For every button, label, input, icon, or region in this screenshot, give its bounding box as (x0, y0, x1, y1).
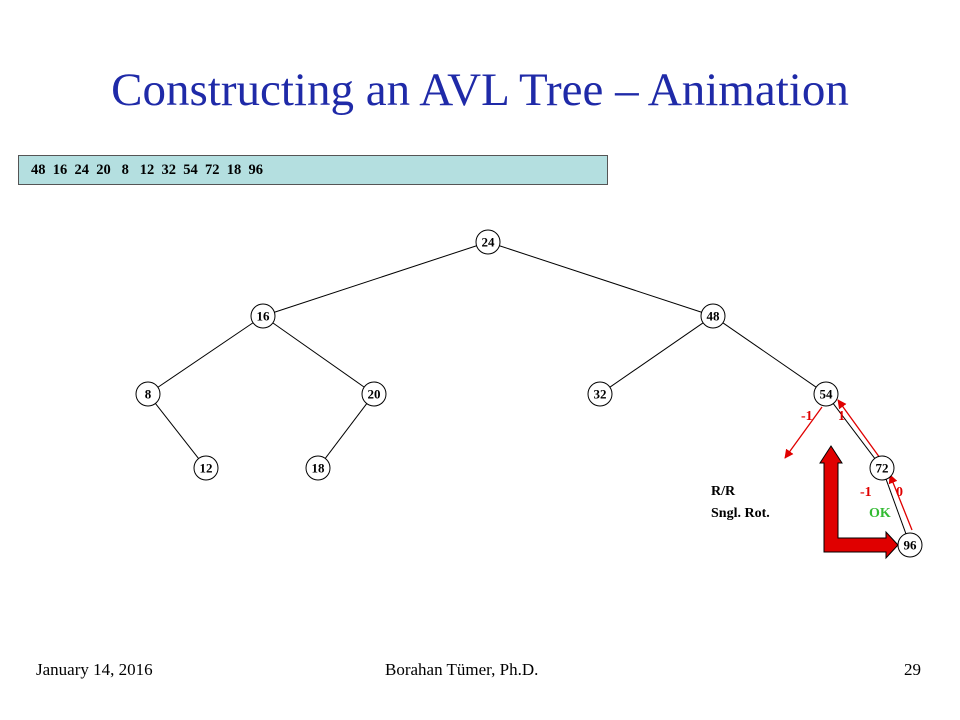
node-label: 18 (312, 461, 326, 476)
edge-48-54 (722, 322, 817, 388)
tree-nodes: 24 16 48 8 20 32 54 12 18 72 96 (135, 229, 923, 558)
node-label: 20 (368, 387, 381, 402)
node-circle (475, 229, 501, 255)
balance-54-right: 1 (838, 409, 845, 424)
balance-72-left: -1 (860, 485, 872, 500)
rotation-type: R/R (711, 484, 736, 499)
balance-54-left: -1 (801, 409, 813, 424)
tree-node-24: 24 (475, 229, 501, 255)
pointer-54-left (784, 406, 823, 459)
edge-72-96 (885, 479, 907, 534)
node-circle (250, 303, 276, 329)
tree-node-18: 18 (305, 455, 331, 481)
node-label: 24 (482, 235, 496, 250)
edge-16-20 (272, 322, 365, 388)
edge-16-8 (157, 322, 254, 388)
node-label: 48 (707, 309, 721, 324)
pointer-54-right (837, 399, 881, 459)
node-circle (587, 381, 613, 407)
insertion-sequence: 48 16 24 20 8 12 32 54 72 18 96 (18, 155, 608, 185)
node-circle (869, 455, 895, 481)
node-circle (897, 532, 923, 558)
tree-node-16: 16 (250, 303, 276, 329)
edge-54-72 (832, 403, 876, 459)
slide-title: Constructing an AVL Tree – Animation (111, 64, 849, 116)
node-circle (361, 381, 387, 407)
pointer-72-right (888, 474, 913, 531)
node-label: 16 (257, 309, 271, 324)
edge-8-12 (155, 403, 199, 459)
node-label: 96 (904, 538, 918, 553)
tree-edges (155, 245, 907, 534)
footer-date: January 14, 2016 (36, 660, 153, 679)
node-label: 12 (200, 461, 213, 476)
rotation-desc: Sngl. Rot. (711, 506, 770, 521)
node-label: 8 (145, 387, 152, 402)
node-circle (193, 455, 219, 481)
node-circle (813, 381, 839, 407)
node-label: 54 (820, 387, 834, 402)
tree-node-8: 8 (135, 381, 161, 407)
tree-node-54: 54 (813, 381, 839, 407)
edge-48-32 (609, 322, 704, 388)
tree-node-12: 12 (193, 455, 219, 481)
edge-24-16 (274, 245, 477, 313)
tree-node-72: 72 (869, 455, 895, 481)
tree-node-20: 20 (361, 381, 387, 407)
node-circle (700, 303, 726, 329)
balance-pointers (784, 399, 913, 531)
node-circle (305, 455, 331, 481)
edge-24-48 (499, 245, 702, 313)
balance-72-right: 0 (896, 485, 903, 500)
node-circle (135, 381, 161, 407)
rotation-arrow (819, 445, 899, 560)
footer-author: Borahan Tümer, Ph.D. (385, 660, 539, 679)
tree-node-48: 48 (700, 303, 726, 329)
tree-node-32: 32 (587, 381, 613, 407)
edge-20-18 (324, 403, 368, 459)
footer-page-number: 29 (904, 660, 921, 679)
node-label: 32 (594, 387, 607, 402)
node-label: 72 (876, 461, 889, 476)
tree-node-96: 96 (897, 532, 923, 558)
status-ok: OK (869, 506, 891, 521)
